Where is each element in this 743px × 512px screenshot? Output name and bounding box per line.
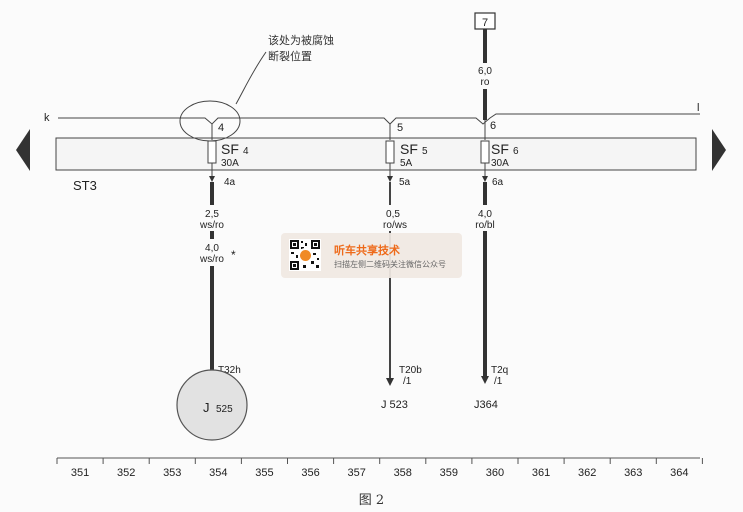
fuse-sf5-in-pin: 5 <box>397 122 403 134</box>
scale-label: 359 <box>440 467 458 479</box>
connector-t20b-sub: /1 <box>403 376 412 387</box>
scale-label: 352 <box>117 467 135 479</box>
scale-labels: 351 352 353 354 355 356 357 358 359 360 361 362 363 3… <box>71 467 689 479</box>
connector-t32h-pin: T32h <box>218 365 241 376</box>
line-l-label: l <box>697 102 699 114</box>
wire-354-size: 2,5 <box>205 209 219 220</box>
scale-label: 364 <box>670 467 688 479</box>
feed-size: 6,0 <box>478 66 492 77</box>
fuse-sf4-num: 4 <box>243 146 249 157</box>
scale-label: 358 <box>394 467 412 479</box>
watermark-subtitle: 扫描左侧二维码关注微信公众号 <box>334 260 446 269</box>
component-j525-letter: J <box>203 400 210 415</box>
wire-354-star: * <box>231 248 236 262</box>
component-j525 <box>176 369 248 441</box>
connector-t2q-sub: /1 <box>494 376 503 387</box>
fuse-sf6-in-pin: 6 <box>490 120 496 132</box>
fuse-sf6-out-pin: 6a <box>492 177 504 188</box>
connector-t2q-pin: T2q <box>491 365 508 376</box>
wire-358-color: ro/ws <box>383 220 407 231</box>
fuse-sf4-rating: 30A <box>221 158 239 169</box>
fuse-sf6-num: 6 <box>513 146 519 157</box>
feed-color: ro <box>481 77 490 88</box>
scale-label: 351 <box>71 467 89 479</box>
fuse-sf4-in-pin: 4 <box>218 122 224 134</box>
component-j525-num: 525 <box>216 404 233 415</box>
annotation-line-1: 该处为被腐蚀 <box>268 33 334 47</box>
connector-t20b-pin: T20b <box>399 365 422 376</box>
fuse-sf6-name: SF <box>491 141 509 157</box>
fuse-sf5-name: SF <box>400 141 418 157</box>
fuse-sf4-out-pin: 4a <box>224 177 236 188</box>
scale-label: 360 <box>486 467 504 479</box>
left-arrow-icon <box>16 129 30 171</box>
fuse-bar <box>55 137 697 171</box>
annotation-line-2: 断裂位置 <box>268 49 312 63</box>
wire-354-color: ws/ro <box>199 220 224 231</box>
logo-icon <box>298 248 313 263</box>
bus-label: ST3 <box>73 178 97 193</box>
scale-label: 361 <box>532 467 550 479</box>
connector-t2q-arrow <box>481 376 489 384</box>
fuse-sf5-rating: 5A <box>400 158 413 169</box>
scale-label: 356 <box>301 467 319 479</box>
scale-label: 355 <box>255 467 273 479</box>
wire-354-size-2: 4,0 <box>205 243 219 254</box>
fuse-sf4 <box>207 124 217 182</box>
fuse-sf5-num: 5 <box>422 146 428 157</box>
watermark: 听车共享技术 扫描左侧二维码关注微信公众号 <box>281 233 462 278</box>
top-line <box>58 113 700 125</box>
right-arrow-icon <box>712 129 726 171</box>
fault-circle <box>179 100 241 142</box>
fuse-sf4-name: SF <box>221 141 239 157</box>
watermark-title: 听车共享技术 <box>334 244 400 257</box>
component-j364: J364 <box>474 399 498 411</box>
wire-358-size: 0,5 <box>386 209 400 220</box>
figure-caption: 图 2 <box>358 493 385 508</box>
wire-360-color: ro/bl <box>475 220 494 231</box>
wire-354-color-2: ws/ro <box>199 254 224 265</box>
wire-360-size: 4,0 <box>478 209 492 220</box>
scale-label: 363 <box>624 467 642 479</box>
fuse-sf6-rating: 30A <box>491 158 509 169</box>
scale-label: 353 <box>163 467 181 479</box>
component-j523: J 523 <box>381 399 408 411</box>
line-k-label: k <box>44 112 50 124</box>
fuse-sf5-out-pin: 5a <box>399 177 411 188</box>
connector-t20b-arrow <box>386 378 394 386</box>
scale-label: 354 <box>209 467 227 479</box>
scale-label: 357 <box>347 467 365 479</box>
fuse-sf5 <box>385 124 395 182</box>
scale-ticks <box>56 458 703 464</box>
scale-label: 362 <box>578 467 596 479</box>
fuse-sf6 <box>480 120 490 182</box>
fuse-7-label: 7 <box>482 17 488 29</box>
annotation-leader <box>235 51 267 105</box>
